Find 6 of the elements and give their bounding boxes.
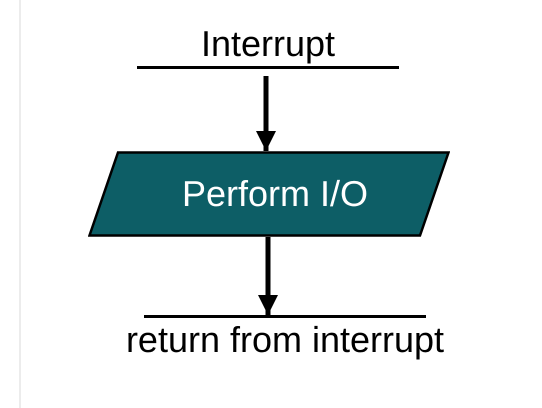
- process-label: Perform I/O: [180, 173, 368, 215]
- arrow: [258, 237, 278, 315]
- terminal-label: return from interrupt: [126, 318, 444, 362]
- process-parallelogram: [88, 151, 450, 237]
- terminal-label: Interrupt: [200, 22, 336, 66]
- arrow: [256, 76, 276, 151]
